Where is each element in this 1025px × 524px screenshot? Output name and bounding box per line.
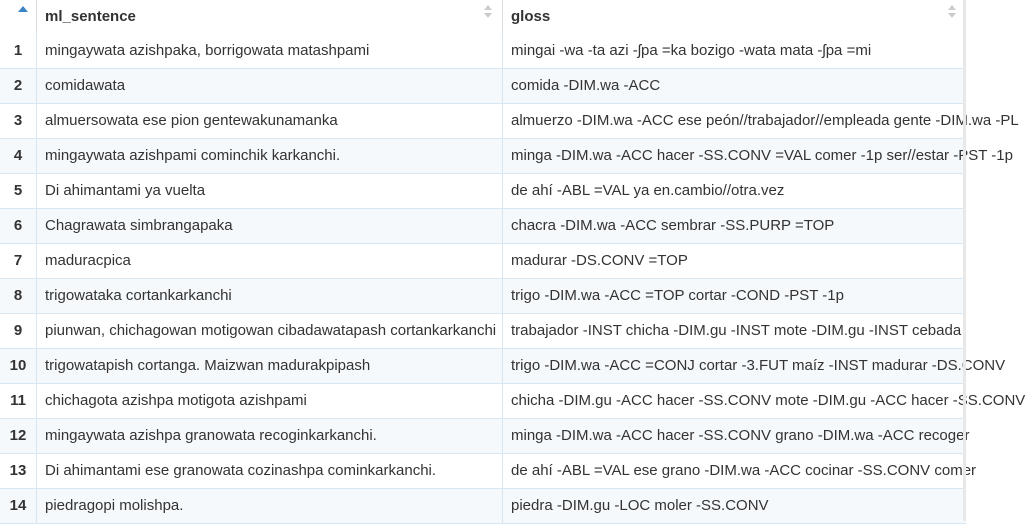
cell-ml-sentence: mingaywata azishpa granowata recoginkark… xyxy=(37,419,503,453)
cell-gloss: piedra -DIM.gu -LOC moler -SS.CONV xyxy=(511,497,769,514)
row-index: 8 xyxy=(0,279,37,313)
row-index: 1 xyxy=(0,34,37,68)
row-index: 13 xyxy=(0,454,37,488)
header-ml-sentence-label: ml_sentence xyxy=(45,8,136,25)
cell-ml-sentence: piunwan, chichagowan motigowan cibadawat… xyxy=(37,314,503,348)
row-index: 2 xyxy=(0,69,37,103)
row-index: 11 xyxy=(0,384,37,418)
header-gloss[interactable]: gloss xyxy=(503,0,966,34)
sort-ascending-icon[interactable] xyxy=(18,6,28,12)
cell-gloss: mingai -wa -ta azi -ʃpa =ka bozigo -wata… xyxy=(511,42,872,59)
cell-gloss: de ahí -ABL =VAL ya en.cambio//otra.vez xyxy=(511,182,785,199)
row-index: 3 xyxy=(0,104,37,138)
row-index: 5 xyxy=(0,174,37,208)
cell-ml-sentence: Di ahimantami ya vuelta xyxy=(37,174,503,208)
cell-ml-sentence: almuersowata ese pion gentewakunamanka xyxy=(37,104,503,138)
cell-gloss: trigo -DIM.wa -ACC =CONJ cortar -3.FUT m… xyxy=(511,357,1006,374)
row-index: 14 xyxy=(0,489,37,523)
cell-ml-sentence: mingaywata azishpaka, borrigowata matash… xyxy=(37,34,503,68)
cell-gloss: trigo -DIM.wa -ACC =TOP cortar -COND -PS… xyxy=(511,287,844,304)
cell-ml-sentence: piedragopi molishpa. xyxy=(37,489,503,523)
header-ml-sentence[interactable]: ml_sentence xyxy=(37,0,503,34)
cell-ml-sentence: comidawata xyxy=(37,69,503,103)
row-index: 6 xyxy=(0,209,37,243)
cell-gloss: de ahí -ABL =VAL ese grano -DIM.wa -ACC … xyxy=(511,462,977,479)
cell-gloss: trabajador -INST chicha -DIM.gu -INST mo… xyxy=(511,322,962,339)
cell-gloss: minga -DIM.wa -ACC hacer -SS.CONV =VAL c… xyxy=(511,147,1013,164)
row-index: 4 xyxy=(0,139,37,173)
sort-toggle-icon[interactable] xyxy=(948,5,958,21)
cell-ml-sentence: trigowataka cortankarkanchi xyxy=(37,279,503,313)
cell-ml-sentence: Chagrawata simbrangapaka xyxy=(37,209,503,243)
row-index: 12 xyxy=(0,419,37,453)
vertical-scrollbar[interactable] xyxy=(963,0,966,521)
cell-gloss: chacra -DIM.wa -ACC sembrar -SS.PURP =TO… xyxy=(511,217,835,234)
cell-ml-sentence: mingaywata azishpami cominchik karkanchi… xyxy=(37,139,503,173)
row-index: 10 xyxy=(0,349,37,383)
cell-gloss: comida -DIM.wa -ACC xyxy=(511,77,661,94)
header-index-column[interactable] xyxy=(0,0,37,34)
cell-ml-sentence: chichagota azishpa motigota azishpami xyxy=(37,384,503,418)
cell-gloss: minga -DIM.wa -ACC hacer -SS.CONV grano … xyxy=(511,427,970,444)
cell-gloss: madurar -DS.CONV =TOP xyxy=(511,252,688,269)
cell-ml-sentence: trigowatapish cortanga. Maizwan madurakp… xyxy=(37,349,503,383)
table-header: ml_sentence gloss xyxy=(0,0,966,35)
sort-toggle-icon[interactable] xyxy=(484,5,494,21)
cell-gloss: chicha -DIM.gu -ACC hacer -SS.CONV mote … xyxy=(511,392,1025,409)
row-index: 7 xyxy=(0,244,37,278)
header-gloss-label: gloss xyxy=(511,8,551,25)
cell-gloss: almuerzo -DIM.wa -ACC ese peón//trabajad… xyxy=(511,112,1019,129)
row-index: 9 xyxy=(0,314,37,348)
cell-ml-sentence: maduracpica xyxy=(37,244,503,278)
cell-ml-sentence: Di ahimantami ese granowata cozinashpa c… xyxy=(37,454,503,488)
